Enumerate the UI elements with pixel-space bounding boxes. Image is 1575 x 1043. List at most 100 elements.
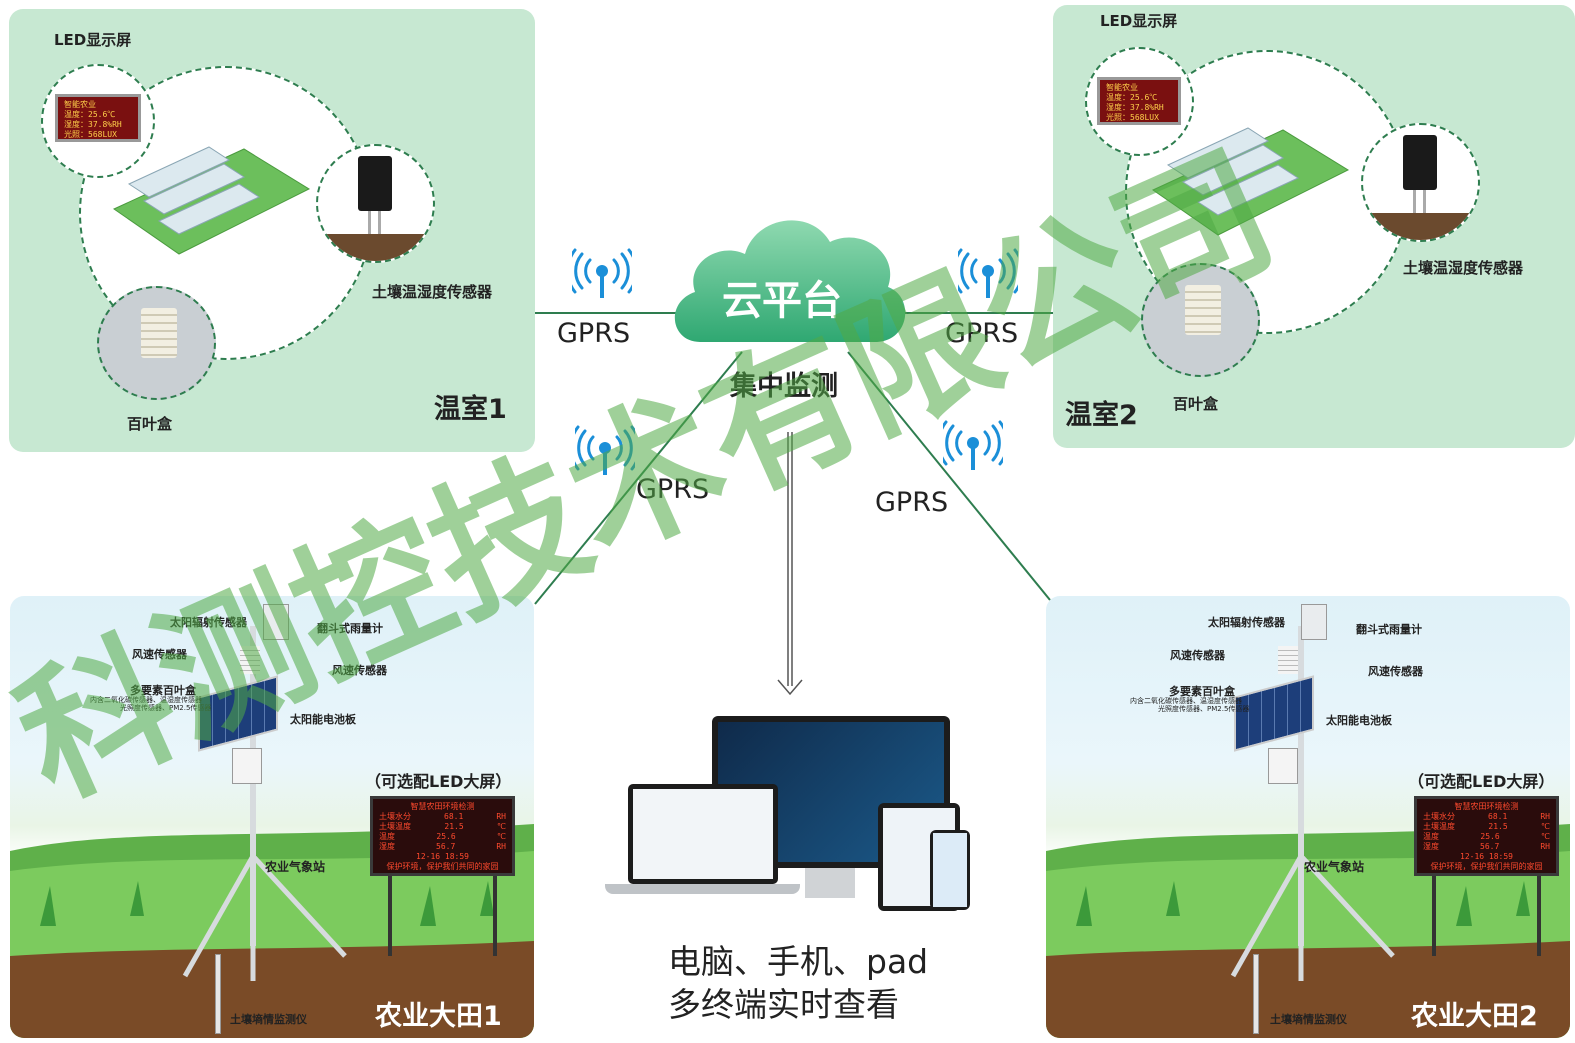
- field1-name: 农业大田1: [375, 1001, 502, 1032]
- field2-led-row-unit: ℃: [1541, 822, 1550, 831]
- greenhouse2-led-photo: 智能农业 温度：25.6℃ 湿度：37.8%RH 光照：568LUX: [1085, 47, 1194, 156]
- field1-led-board-leg-right: [493, 876, 497, 956]
- field1-wind-speed-right-label: 风速传感器: [332, 664, 387, 677]
- greenhouse1-led-label: LED显示屏: [54, 31, 132, 49]
- gprs-label-greenhouse2: GPRS: [945, 318, 1019, 349]
- field2-louver-note-1: 内含二氧化碳传感器、温湿度传感器: [1130, 697, 1242, 705]
- field1-led-row-label: 湿度: [379, 842, 395, 851]
- field2-louver-label: 多要素百叶盒: [1169, 685, 1235, 698]
- field1-led-row-label: 温度: [379, 832, 395, 841]
- field2-rain-label: 翻斗式雨量计: [1356, 623, 1422, 636]
- field2-optional-led-label: （可选配LED大屏）: [1408, 772, 1555, 791]
- cloud-title: 云平台: [722, 278, 842, 324]
- field2-led-row-value: 25.6: [1480, 832, 1500, 841]
- link-field1: [534, 351, 743, 605]
- field1-led-row-value: 56.7: [436, 842, 456, 851]
- greenhouse2-panel: 智能农业 温度：25.6℃ 湿度：37.8%RH 光照：568LUX LED显示…: [1053, 5, 1575, 448]
- field1-station-label: 农业气象站: [265, 860, 326, 874]
- field2-led-row-value: 56.7: [1480, 842, 1500, 851]
- field1-station-pole: [250, 626, 256, 946]
- field1-led-slogan: 保护环境，保护我们共同的家园: [386, 862, 499, 871]
- field1-solar-label: 太阳能电池板: [290, 713, 356, 726]
- wifi-icon-field2: [943, 420, 1003, 470]
- greenhouse1-greenhouse-icon: [112, 146, 311, 255]
- greenhouse2-led-line: 智能农业: [1106, 83, 1138, 92]
- field2-louver-icon: [1278, 646, 1298, 674]
- field1-tripod-icon: [182, 856, 347, 981]
- field1-led-row-value: 25.6: [436, 832, 456, 841]
- greenhouse1-soil-sensor-label: 土壤温湿度传感器: [372, 283, 493, 301]
- field1-led-row-unit: ℃: [497, 822, 506, 831]
- field1-led-board-leg-left: [388, 876, 392, 956]
- greenhouse1-led-line: 智能农业: [64, 100, 96, 109]
- field1-led-row-label: 土壤温度: [379, 822, 411, 831]
- field1-panel: 太阳辐射传感器 翻斗式雨量计 风速传感器 风速传感器 多要素百叶盒 内含二氧化碳…: [10, 596, 534, 1038]
- greenhouse2-louver-label: 百叶盒: [1173, 395, 1219, 413]
- greenhouse1-led-line: 湿度：37.8%RH: [64, 120, 122, 129]
- field2-led-row-unit: ℃: [1541, 832, 1550, 841]
- greenhouse2-louver-photo: [1141, 263, 1260, 377]
- field1-rain-gauge-icon: [263, 604, 289, 640]
- field2-name: 农业大田2: [1411, 1001, 1538, 1032]
- field1-controller-box-icon: [232, 748, 262, 784]
- wifi-icon-field1: [575, 425, 635, 475]
- monitor-stand-icon: [805, 868, 855, 898]
- gprs-label-field1: GPRS: [636, 474, 710, 505]
- field1-led-title: 智慧农田环境检测: [410, 802, 475, 811]
- field2-soil-probe-icon: [1253, 954, 1259, 1034]
- field2-led-row-label: 湿度: [1423, 842, 1439, 851]
- greenhouse2-led-line: 光照：568LUX: [1106, 113, 1159, 122]
- field1-led-row-label: 土壤水分: [379, 812, 411, 821]
- greenhouse1-led-photo: 智能农业 温度：25.6℃ 湿度：37.8%RH 光照：568LUX: [41, 64, 155, 178]
- field1-soil-probe-icon: [215, 954, 221, 1034]
- greenhouse2-led-label: LED显示屏: [1100, 12, 1178, 30]
- field2-tripod-icon: [1230, 856, 1395, 981]
- field1-led-row-unit: ℃: [497, 832, 506, 841]
- greenhouse2-led-line: 湿度：37.8%RH: [1106, 103, 1164, 112]
- field2-led-row-label: 温度: [1423, 832, 1439, 841]
- field2-led-row-label: 土壤水分: [1423, 812, 1455, 821]
- field2-controller-box-icon: [1268, 748, 1298, 784]
- field2-radiation-label: 太阳辐射传感器: [1208, 616, 1285, 629]
- field2-landscape: [1046, 824, 1570, 1038]
- field2-panel: 太阳辐射传感器 翻斗式雨量计 风速传感器 风速传感器 多要素百叶盒 内含二氧化碳…: [1046, 596, 1570, 1038]
- greenhouse1-soil-sensor-photo: [316, 144, 435, 263]
- field2-led-board-leg-left: [1432, 876, 1436, 956]
- greenhouse1-name: 温室1: [434, 394, 507, 425]
- field2-led-row-unit: RH: [1540, 812, 1550, 821]
- terminals-line2: 多终端实时查看: [668, 985, 899, 1024]
- greenhouse1-led-line: 光照：568LUX: [64, 130, 117, 139]
- greenhouse2-greenhouse-icon: [1151, 127, 1350, 236]
- gprs-label-greenhouse1: GPRS: [557, 318, 631, 349]
- field2-wind-speed-right-label: 风速传感器: [1368, 665, 1423, 678]
- field2-led-row-label: 土壤温度: [1423, 822, 1455, 831]
- field1-landscape: [10, 824, 534, 1038]
- greenhouse2-soil-sensor-photo: [1361, 123, 1480, 242]
- field1-led-row-unit: RH: [496, 812, 506, 821]
- field2-station-label: 农业气象站: [1304, 860, 1365, 874]
- field2-led-row-value: 21.5: [1488, 822, 1508, 831]
- field2-station-pole: [1298, 626, 1304, 946]
- cloud-icon: [674, 220, 906, 342]
- field1-louver-icon: [240, 646, 260, 674]
- field1-rain-label: 翻斗式雨量计: [317, 622, 383, 635]
- field1-soil-monitor-label: 土壤墒情监测仪: [230, 1013, 307, 1026]
- field1-led-time: 12-16 18:59: [416, 852, 469, 861]
- field1-louver-label: 多要素百叶盒: [130, 684, 196, 697]
- field2-led-slogan: 保护环境，保护我们共同的家园: [1430, 862, 1543, 871]
- field1-led-row-unit: RH: [496, 842, 506, 851]
- greenhouse1-louver-label: 百叶盒: [127, 415, 173, 433]
- field2-louver-note-2: 光照度传感器、PM2.5传感器: [1158, 705, 1250, 713]
- field1-radiation-label: 太阳辐射传感器: [170, 616, 247, 629]
- gprs-label-field2: GPRS: [875, 487, 949, 518]
- greenhouse2-soil-sensor-label: 土壤温湿度传感器: [1403, 259, 1524, 277]
- greenhouse1-panel: 智能农业 温度：25.6℃ 湿度：37.8%RH 光照：568LUX LED显示…: [9, 9, 535, 452]
- field1-wind-speed-left-label: 风速传感器: [132, 648, 187, 661]
- greenhouse2-name: 温室2: [1065, 400, 1138, 431]
- field2-led-title: 智慧农田环境检测: [1454, 802, 1519, 811]
- down-arrow-icon: [777, 432, 803, 696]
- link-field2: [847, 351, 1051, 601]
- field2-rain-gauge-icon: [1301, 604, 1327, 640]
